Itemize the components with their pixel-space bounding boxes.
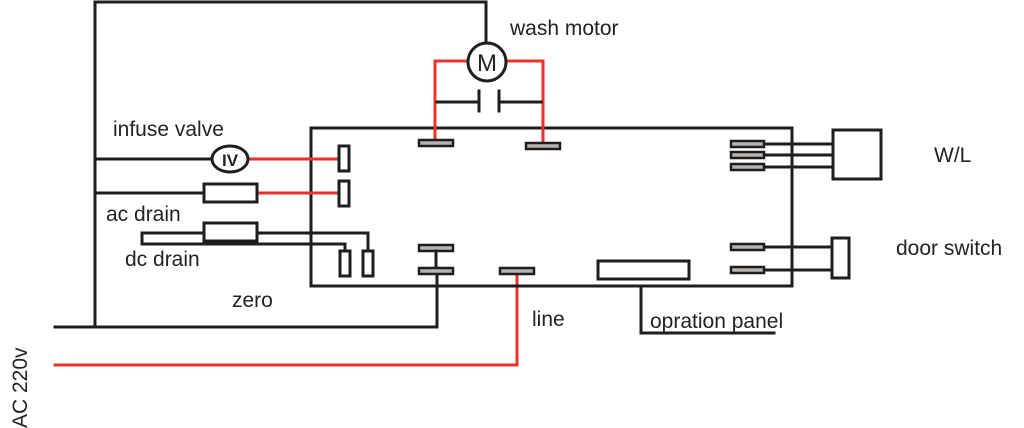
zero-wiring [53, 0, 488, 329]
motor-wire-left [433, 59, 469, 142]
ac-drain-resistor-icon [202, 182, 259, 204]
label-line: line [532, 308, 565, 331]
dc-drain-terminal-1 [338, 249, 352, 278]
operation-panel-connector [596, 259, 691, 281]
operation-panel-wire [639, 284, 776, 335]
label-water-level: W/L [934, 144, 971, 167]
infuse-valve: IV [210, 144, 351, 174]
motor-icon [466, 41, 508, 83]
label-infuse-valve: infuse valve [113, 118, 224, 141]
wl-terminal-3 [729, 162, 766, 172]
door-switch [729, 236, 851, 280]
control-board [309, 126, 794, 288]
motor-feed-wire [93, 0, 488, 46]
valve-icon [210, 144, 250, 174]
valve-symbol: IV [222, 151, 239, 170]
zero-terminal-bottom [417, 266, 455, 276]
dc-drain-stub [140, 231, 206, 246]
dc-drain-wire-2 [255, 231, 370, 253]
dc-drain [140, 221, 375, 278]
label-ac-supply: AC 220v [9, 347, 32, 428]
label-ac-drain: ac drain [106, 203, 181, 226]
door-terminal-1 [729, 242, 766, 252]
dc-drain-terminal-2 [361, 249, 375, 278]
label-dc-drain: dc drain [125, 248, 200, 271]
motor-terminal-2 [524, 141, 562, 151]
motor-terminal-1 [417, 138, 455, 148]
valve-terminal [337, 144, 351, 173]
label-operation-panel: opration panel [650, 310, 783, 333]
line-terminal [498, 266, 536, 276]
door-switch-icon [830, 236, 851, 280]
ac-drain [202, 179, 351, 208]
motor-wire-right [504, 59, 545, 144]
door-terminal-2 [729, 265, 766, 275]
wl-terminal-2 [729, 150, 766, 160]
label-door-switch: door switch [896, 237, 1002, 260]
wl-sensor-icon [831, 128, 883, 181]
ac-drain-terminal [337, 179, 351, 208]
dc-drain-resistor-icon [202, 221, 259, 243]
wash-motor: M [433, 41, 545, 144]
motor-symbol: M [477, 50, 497, 77]
zero-supply-wire [53, 266, 439, 329]
label-zero: zero [232, 289, 273, 312]
dc-drain-wire-1 [140, 242, 347, 253]
label-wash-motor: wash motor [509, 17, 619, 40]
water-level-sensor [729, 128, 883, 181]
line-supply-wire [53, 268, 519, 367]
wl-terminal-1 [729, 139, 766, 149]
